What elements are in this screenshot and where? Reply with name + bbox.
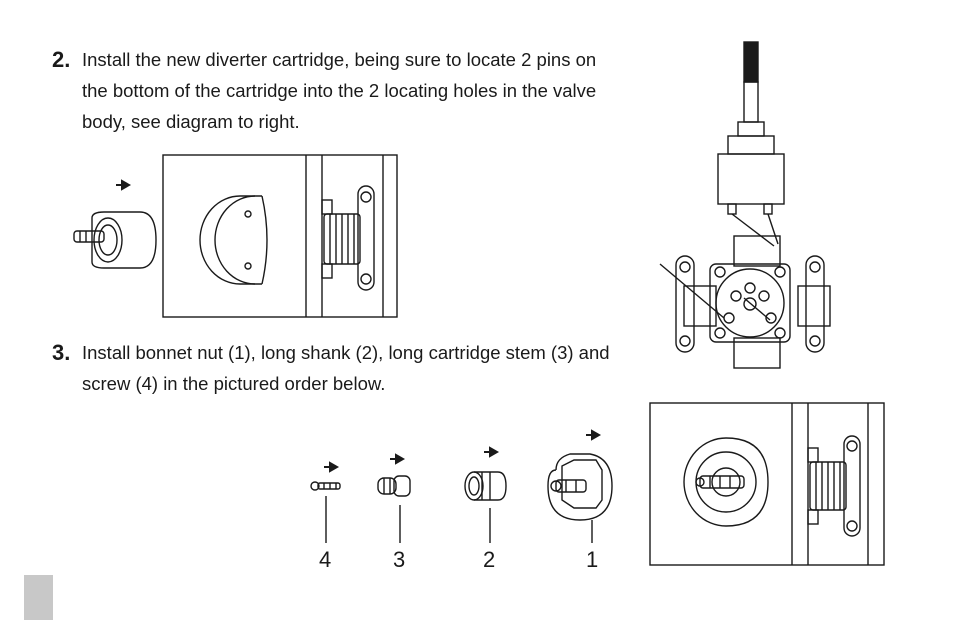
step-3-line-2: screw (4) in the pictured order below. <box>82 373 386 394</box>
installed-assembly-diagram <box>649 402 885 566</box>
part-bonnet-nut <box>547 453 613 543</box>
valve-side-view <box>321 185 375 291</box>
right-fitting <box>797 285 831 327</box>
part-label-3: 3 <box>393 547 405 572</box>
step-3-instruction: 3. Install bonnet nut (1), long shank (2… <box>52 337 610 399</box>
top-fitting <box>733 235 781 267</box>
direction-arrow <box>116 179 132 191</box>
step-2-instruction: 2. Install the new diverter cartridge, b… <box>52 44 597 137</box>
step-3-line-1: Install bonnet nut (1), long shank (2), … <box>82 342 610 363</box>
part-label-2: 2 <box>483 547 495 572</box>
left-fitting <box>683 285 717 327</box>
step-2-line-1: Install the new diverter cartridge, bein… <box>82 49 597 70</box>
valve-body-diagram <box>659 41 831 369</box>
wall-frame <box>162 154 398 318</box>
locating-hole-left <box>723 312 735 324</box>
step-2-line-2: the bottom of the cartridge into the 2 l… <box>82 80 597 101</box>
part-label-4: 4 <box>319 547 331 572</box>
part-screw <box>310 481 341 543</box>
stem-top <box>743 41 759 83</box>
valve-opening <box>199 195 268 285</box>
step-2-number: 2. <box>52 47 71 72</box>
step-3-number: 3. <box>52 340 71 365</box>
part-long-shank <box>464 471 507 543</box>
cartridge-body <box>717 153 785 205</box>
diverter-cartridge <box>73 211 157 269</box>
part-label-1: 1 <box>586 547 598 572</box>
cartridge-insertion-diagram <box>73 154 398 318</box>
parts-sequence-diagram: 4 3 2 1 <box>310 429 613 572</box>
valve-housing <box>709 263 791 343</box>
part-cartridge-stem <box>377 475 411 543</box>
page-tab-marker <box>24 575 53 620</box>
bottom-fitting <box>733 337 781 369</box>
locating-hole-right <box>765 312 777 324</box>
step-2-line-3: body, see diagram to right. <box>82 111 300 132</box>
